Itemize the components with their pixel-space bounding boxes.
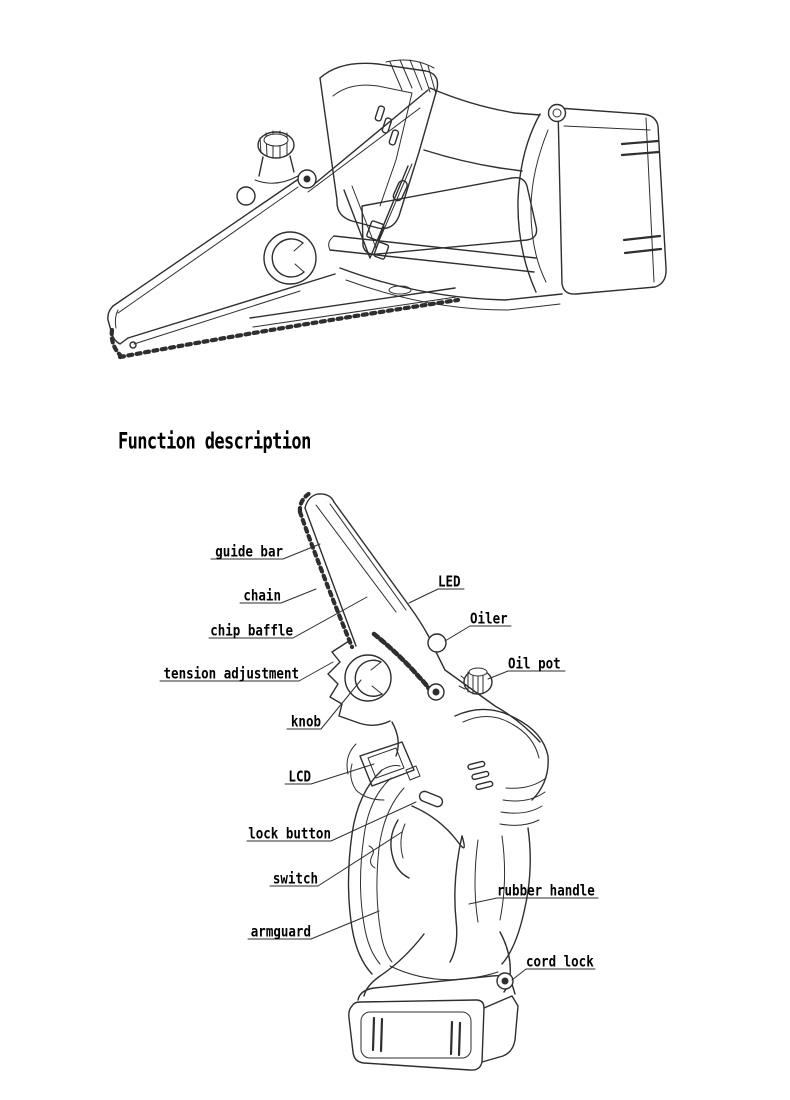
leader-chain <box>239 588 317 604</box>
diagram-knob <box>344 654 392 702</box>
top-chain <box>117 297 461 360</box>
label-chain: chain <box>243 586 281 605</box>
label-lcd: LCD <box>288 767 311 786</box>
label-led: LED <box>438 572 461 591</box>
leader-rubber-handle <box>468 897 599 905</box>
diagram-rubber-handle <box>411 708 549 965</box>
diagram-oiler <box>427 633 447 653</box>
label-lock-button: lock button <box>248 824 331 843</box>
label-switch: switch <box>272 869 318 888</box>
diagram-oil-pot <box>458 667 493 695</box>
label-chip-baffle: chip baffle <box>210 621 293 640</box>
leader-guide-bar <box>210 543 321 560</box>
top-pivot-bolt <box>297 169 317 189</box>
diagram-battery <box>348 931 519 1071</box>
leader-led <box>408 588 465 604</box>
leader-tension-adjustment <box>159 661 334 682</box>
leader-oil-pot <box>487 670 566 680</box>
diagram-switch-trigger <box>390 819 410 879</box>
label-oiler: Oiler <box>470 609 508 628</box>
diagram-body <box>346 669 541 801</box>
diagram-tension-adjustment <box>327 640 391 726</box>
leader-cord-lock <box>511 968 596 981</box>
top-hang-loop <box>547 103 567 123</box>
diagram-armguard <box>347 765 405 975</box>
label-leader-lines <box>159 543 599 981</box>
label-oil-pot: Oil pot <box>508 654 561 673</box>
top-rear-handle <box>328 87 563 311</box>
leader-switch <box>269 831 403 887</box>
diagram-lock-button <box>418 790 444 808</box>
label-guide-bar: guide bar <box>215 542 283 561</box>
top-guide-bar-cover <box>107 177 461 360</box>
diagram-guide-bar <box>297 490 446 701</box>
label-knob: knob <box>290 712 321 731</box>
top-oiler-bump <box>236 186 256 206</box>
diagram-chain <box>297 509 355 650</box>
diagram-lcd <box>359 741 421 787</box>
top-oil-pot-cap <box>254 130 299 184</box>
top-battery-pack <box>517 103 667 295</box>
diagram-pivot-bolt <box>427 683 445 701</box>
diagram-cord-lock <box>496 972 514 990</box>
section-heading: Function description <box>118 429 311 455</box>
top-figure-chainsaw <box>107 59 667 360</box>
leader-lcd <box>284 763 375 785</box>
top-tension-knob <box>263 231 317 285</box>
leader-oiler <box>444 625 512 642</box>
leader-chip-baffle <box>208 596 368 639</box>
leader-armguard <box>247 910 380 940</box>
leader-knob <box>286 679 362 730</box>
label-rubber-handle: rubber handle <box>497 881 595 900</box>
top-body-frame <box>299 89 429 260</box>
label-tension-adjustment: tension adjustment <box>163 664 299 683</box>
function-diagram-figure <box>297 490 549 1071</box>
leader-lock-button <box>246 801 417 842</box>
label-armguard: armguard <box>250 922 311 941</box>
label-cord-lock: cord lock <box>526 952 594 971</box>
